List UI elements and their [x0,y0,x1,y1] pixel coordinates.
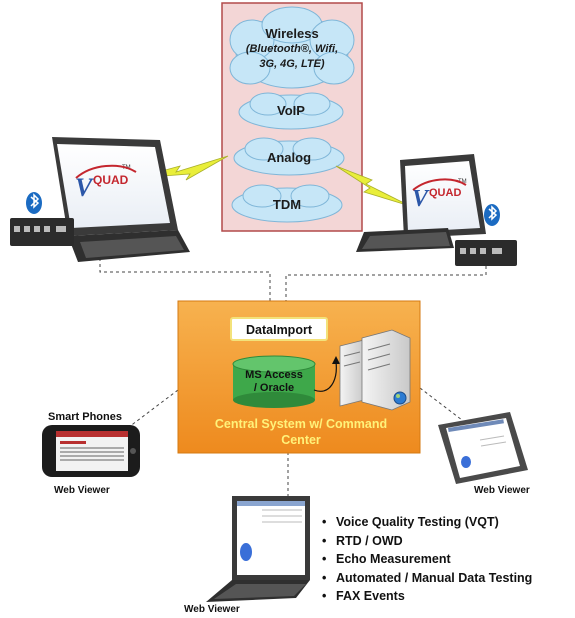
logo-quad: QUAD [93,173,129,187]
logo-quad: QUAD [429,187,461,199]
server-icon [339,329,411,411]
wireless-title: Wireless [265,26,319,41]
bluetooth-icon [484,204,500,226]
smartphone-device [42,425,140,477]
wireless-detail-line1: (Bluetooth®, Wifi, [245,43,339,55]
database-label-line2: / Oracle [254,382,294,394]
central-title-line1: Central System w/ Command [215,417,387,431]
web-viewer-bottom-label: Web Viewer [184,604,240,615]
test-device-left [10,218,74,246]
test-device-right [455,240,517,266]
tdm-cloud [231,184,343,223]
web-viewer-left-label: Web Viewer [54,485,110,496]
feature-list: Voice Quality Testing (VQT) RTD / OWD Ec… [322,513,532,606]
laptop-bottom [206,496,310,602]
laptop-left [52,137,190,262]
database-cylinder [232,355,316,408]
logo-v: V [412,186,430,212]
web-viewer-right-label: Web Viewer [474,485,530,496]
connector-lines [99,240,487,496]
feature-item: Echo Measurement [322,550,532,569]
vquad-logo-right: V QUAD TM [412,178,467,212]
voip-cloud [238,92,344,130]
sync-arrow [313,361,337,392]
analog-label: Analog [266,150,312,165]
feature-item: FAX Events [322,587,532,606]
feature-item: RTD / OWD [322,532,532,551]
tablet-device [438,412,528,484]
smart-phones-label: Smart Phones [48,411,122,423]
dataimport-box [230,317,328,341]
bluetooth-icon [26,192,42,214]
tdm-label: TDM [272,197,302,212]
database-label-line1: MS Access [245,369,303,381]
analog-cloud [233,137,345,176]
feature-item: Automated / Manual Data Testing [322,569,532,588]
logo-v: V [75,173,95,202]
dataimport-label: DataImport [246,323,313,337]
wireless-detail-line2: 3G, 4G, LTE) [259,58,325,70]
vquad-logo-left: V QUAD TM [75,164,137,202]
laptop-right [356,154,486,252]
voip-label: VoIP [277,103,305,118]
central-title-line2: Center [281,433,321,447]
wireless-cloud [229,6,355,89]
feature-item: Voice Quality Testing (VQT) [322,513,532,532]
